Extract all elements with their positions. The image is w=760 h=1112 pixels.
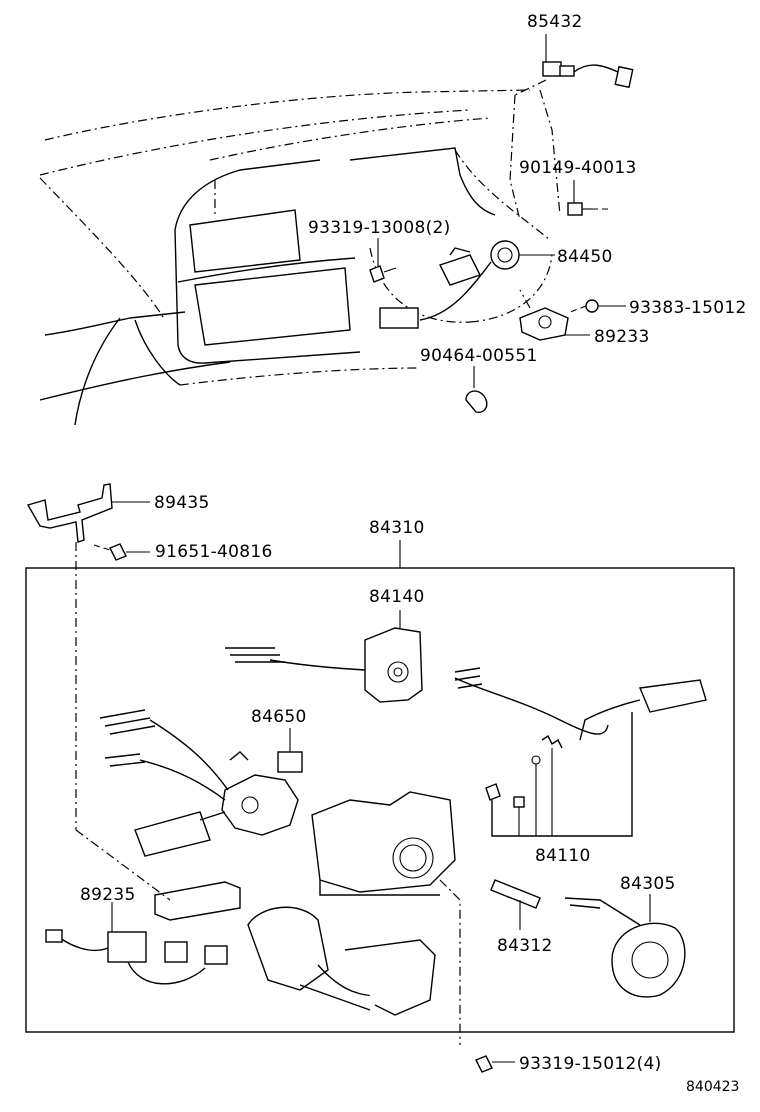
part-91651-bolt	[93, 543, 150, 561]
label-84310: 84310	[369, 518, 425, 538]
label-90464-00551: 90464-00551	[420, 346, 538, 366]
label-84140: 84140	[369, 587, 425, 607]
label-84450: 84450	[557, 247, 613, 267]
part-93319-13008-screw	[369, 238, 397, 283]
label-93319-13008: 93319-13008(2)	[308, 218, 451, 238]
part-93383-bolt	[569, 299, 626, 313]
part-84305-cable	[564, 894, 686, 998]
figure-code: 840423	[686, 1079, 739, 1095]
part-93319-15012-screw	[475, 1055, 515, 1073]
part-89435-bracket	[26, 483, 150, 830]
part-labels: 85432 90149-40013 93319-13008(2) 84450 9…	[80, 12, 747, 1095]
part-84650-switch	[99, 709, 303, 857]
part-84312-pin	[490, 879, 541, 930]
part-90464-clamp	[465, 366, 488, 413]
label-93383-15012: 93383-15012	[629, 298, 747, 318]
label-84305: 84305	[620, 874, 676, 894]
part-84310-assembly-box	[25, 540, 735, 1033]
part-84140-switch	[225, 610, 423, 703]
label-89233: 89233	[594, 327, 650, 347]
label-84650: 84650	[251, 707, 307, 727]
label-91651-40816: 91651-40816	[155, 542, 273, 562]
label-89235: 89235	[80, 885, 136, 905]
part-column-cover	[247, 906, 436, 1016]
part-85432-connector	[514, 34, 634, 96]
label-85432: 85432	[527, 12, 583, 32]
dashboard-outline	[39, 89, 561, 426]
part-90149-screw	[567, 180, 610, 216]
label-84110: 84110	[535, 846, 591, 866]
label-89435: 89435	[154, 493, 210, 513]
label-93319-15012: 93319-15012(4)	[519, 1054, 662, 1074]
part-89235-sensor	[45, 902, 228, 985]
part-column-housing	[311, 791, 461, 1045]
part-84450-switch	[379, 240, 555, 329]
part-84110-stalk	[454, 667, 707, 837]
part-89233-sensor	[519, 289, 590, 341]
part-connector-block	[75, 829, 241, 921]
label-90149-40013: 90149-40013	[519, 158, 637, 178]
label-84312: 84312	[497, 936, 553, 956]
